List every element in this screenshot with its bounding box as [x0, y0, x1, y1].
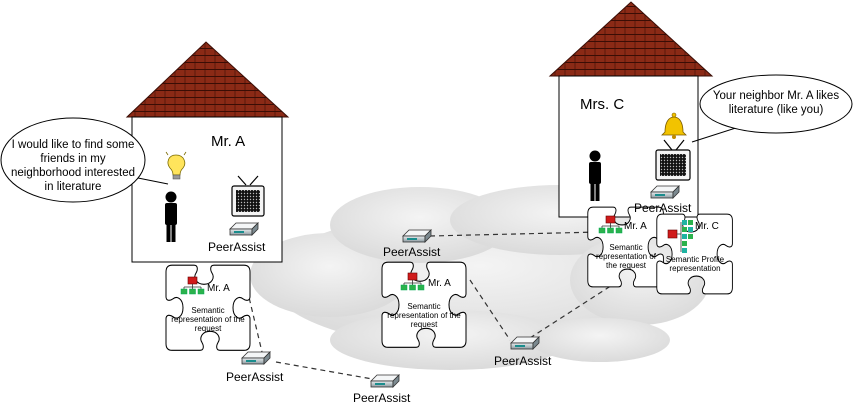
speech-bubble-mr-a	[0, 117, 169, 203]
network-cloud	[250, 185, 710, 370]
profile-tree-icon	[667, 220, 693, 253]
lightbulb-icon	[165, 151, 187, 180]
house-c-owner-label: Mrs. C	[580, 96, 625, 113]
bell-icon	[661, 112, 687, 139]
puzzle-center-caption: Semantic representation of the request	[387, 302, 461, 329]
puzzle-profile-caption: Semantic Profile representation	[665, 255, 725, 273]
peerassist-label-top: PeerAssist	[383, 245, 441, 259]
speech-bubble-mrs-c	[691, 74, 853, 143]
puzzle-center-owner: Mr. A	[428, 278, 451, 289]
puzzle-right-owner: Mr. A	[624, 221, 647, 232]
peerassist-node-left-icon	[241, 351, 271, 365]
house-mrs-c	[548, 1, 714, 218]
peerassist-label-bottom: PeerAssist	[353, 391, 411, 405]
peerassist-label-right: PeerAssist	[494, 354, 552, 368]
puzzle-profile-owner: Mr. C	[695, 221, 719, 232]
peerassist-device-house-a-icon	[229, 222, 259, 236]
roof-house-a	[125, 41, 290, 118]
peerassist-label-left: PeerAssist	[226, 370, 284, 384]
peerassist-device-house-c-icon	[650, 185, 680, 199]
roof-house-c	[548, 1, 714, 77]
house-a-owner-label: Mr. A	[211, 133, 246, 150]
puzzle-left-owner: Mr. A	[207, 283, 230, 294]
house-c-device-label: PeerAssist	[634, 201, 692, 215]
peerassist-node-right-icon	[510, 336, 540, 350]
speech-bubble-mrs-c-text: Your neighbor Mr. A likes literature (li…	[712, 90, 840, 116]
peerassist-node-bottom-icon	[370, 374, 400, 388]
house-mr-a	[125, 41, 290, 263]
peerassist-node-top-icon	[402, 229, 432, 243]
speech-bubble-mr-a-text: I would like to find some friends in my …	[10, 139, 136, 193]
puzzle-right-caption: Semantic representation of the request	[595, 243, 657, 270]
tv-house-c-icon	[655, 139, 691, 181]
house-a-device-label: PeerAssist	[208, 240, 266, 254]
puzzle-left-caption: Semantic representation of the request	[171, 306, 245, 333]
tv-house-a-icon	[231, 175, 265, 217]
